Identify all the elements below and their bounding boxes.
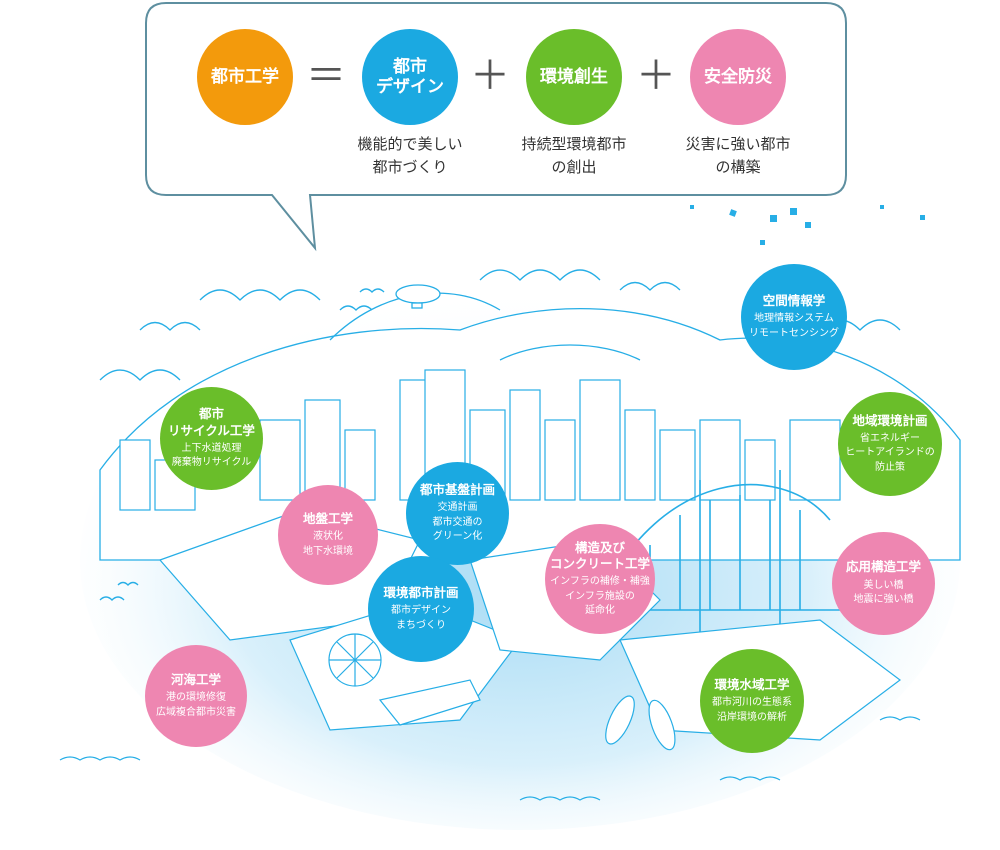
safety-disaster-caption: 災害に強い都市の構築	[685, 135, 791, 177]
river-coastal-circle: 河海工学 港の環境修復 広域複合都市災害	[145, 645, 247, 747]
urban-design-caption: 機能的で美しい都市づくり	[357, 135, 463, 177]
environmental-water-circle: 環境水域工学 都市河川の生態系 沿岸環境の解析	[700, 649, 804, 753]
field-title: 地域環境計画	[852, 412, 928, 428]
field-title: 応用構造工学	[845, 559, 921, 575]
environmental-urban-planning-circle: 環境都市計画 都市デザイン まちづくり	[368, 556, 474, 662]
waves	[59, 716, 921, 801]
field-subtitle: 上下水道処理 廃棄物リサイクル	[171, 442, 252, 469]
field-title: 構造及び コンクリート工学	[549, 539, 650, 571]
field-title: 地盤工学	[302, 510, 353, 526]
environment-creation-circle: 環境創生	[526, 29, 622, 125]
field-title: 環境水域工学	[714, 676, 790, 692]
cloud-swirls	[99, 269, 901, 381]
urban-design-circle: 都市 デザイン	[362, 29, 458, 125]
field-subtitle: 都市デザイン まちづくり	[391, 605, 451, 631]
bird-flock	[99, 288, 385, 601]
ferris-wheel	[328, 633, 382, 687]
structural-concrete-circle: 構造及び コンクリート工学 インフラの補修・補強 インフラ施設の 延命化	[545, 524, 655, 634]
ship	[378, 679, 481, 726]
field-subtitle: インフラの補修・補強 インフラ施設の 延命化	[550, 576, 650, 616]
safety-disaster-circle: 安全防災	[690, 29, 786, 125]
regional-environment-circle: 地域環境計画 省エネルギー ヒートアイランドの 防止策	[838, 392, 942, 496]
equals-sign: ＝	[306, 53, 346, 99]
field-title: 河海工学	[170, 671, 221, 687]
spatial-information-circle: 空間情報学 地理情報システム リモートセンシング	[741, 264, 847, 370]
field-subtitle: 港の環境修復 広域複合都市災害	[156, 692, 236, 718]
field-subtitle: 交通計画 都市交通の グリーン化	[432, 502, 483, 543]
urban-infrastructure-circle: 都市基盤計画 交通計画 都市交通の グリーン化	[406, 462, 509, 565]
field-subtitle: 都市河川の生態系 沿岸環境の解析	[712, 697, 792, 723]
urban-recycling-circle: 都市 リサイクル工学 上下水道処理 廃棄物リサイクル	[160, 387, 263, 490]
fish	[605, 695, 676, 751]
field-title: 環境都市計画	[383, 584, 459, 600]
plus-sign: ＋	[636, 53, 676, 99]
star-pixels	[690, 205, 925, 245]
geotechnical-circle: 地盤工学 液状化 地下水環境	[278, 485, 378, 585]
environment-creation-caption: 持続型環境都市の創出	[521, 135, 627, 177]
field-subtitle: 液状化 地下水環境	[303, 531, 353, 557]
applied-structural-circle: 応用構造工学 美しい橋 地震に強い橋	[832, 532, 935, 635]
field-title: 空間情報学	[762, 292, 826, 308]
field-subtitle: 美しい橋 地震に強い橋	[853, 579, 914, 606]
urban-engineering-circle: 都市工学	[197, 29, 293, 125]
plus-sign: ＋	[470, 53, 510, 99]
field-title: 都市 リサイクル工学	[168, 406, 255, 438]
field-subtitle: 省エネルギー ヒートアイランドの 防止策	[845, 432, 935, 473]
field-subtitle: 地理情報システム リモートセンシング	[749, 313, 839, 339]
blimp	[395, 284, 441, 309]
field-title: 都市基盤計画	[419, 482, 495, 498]
